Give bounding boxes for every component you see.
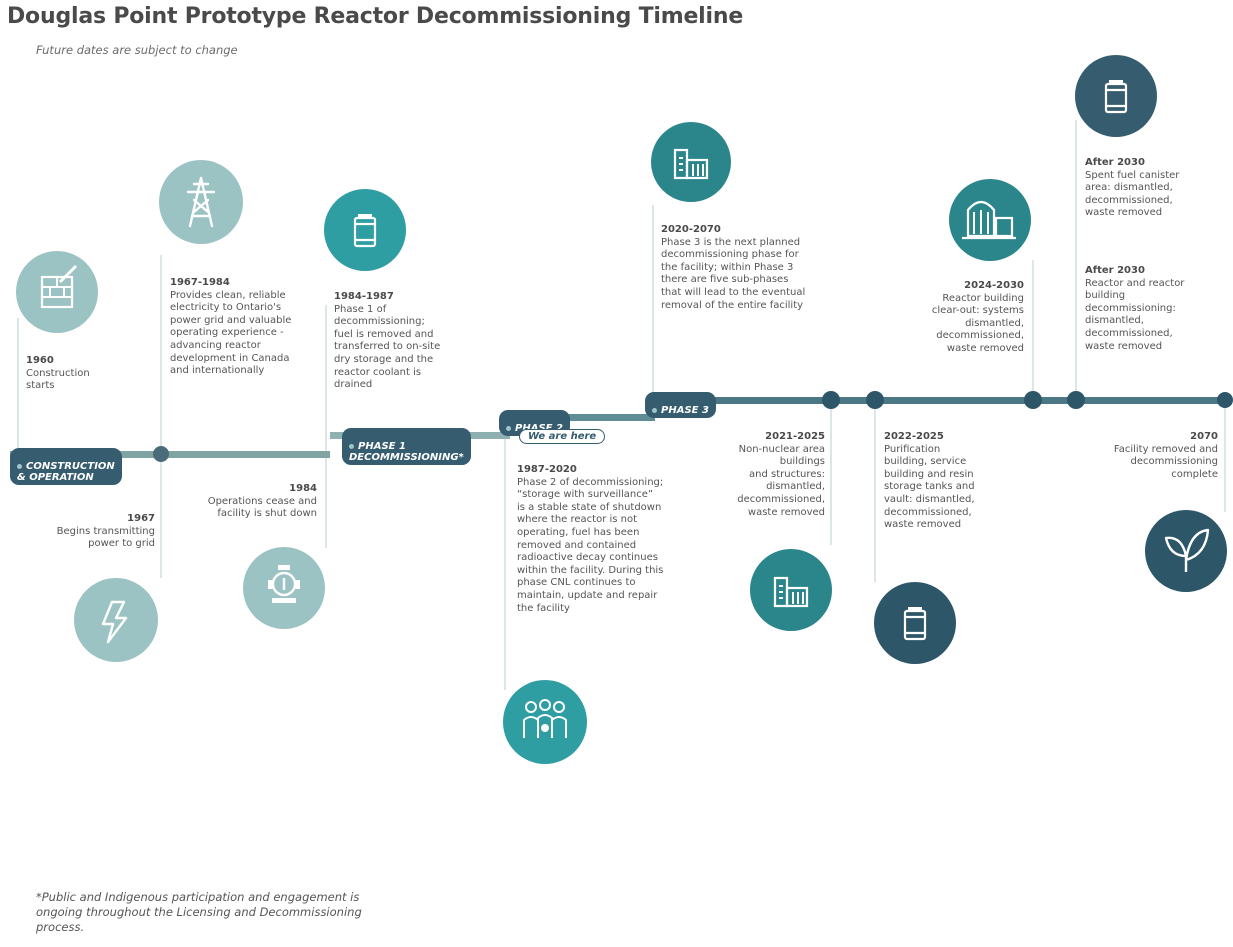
event-date: 2022-2025 [884, 431, 944, 442]
event-description: Operations cease and facility is shut do… [207, 495, 317, 520]
event-description: Phase 3 is the next planned decommission… [661, 236, 806, 311]
phase-label-construction: CONSTRUCTION & OPERATION [10, 448, 122, 485]
fuel-canister-icon [874, 582, 956, 664]
event-date: 2024-2030 [964, 280, 1024, 291]
event-date: 1960 [26, 355, 54, 366]
event-date: 2020-2070 [661, 224, 721, 235]
connector-lines [17, 120, 1226, 690]
event-date: 1984-1987 [334, 291, 394, 302]
dot-icon [652, 407, 657, 413]
construction-icon [16, 251, 98, 333]
event-date: 2070 [1190, 431, 1218, 442]
dot-icon [349, 443, 354, 449]
lightning-icon [74, 578, 158, 662]
event-description: Phase 2 of decommissioning; “storage wit… [517, 476, 664, 614]
event-description: Purification building, service building … [884, 443, 975, 531]
event-1984-1987: 1984-1987 Phase 1 of decommissioning; fu… [334, 291, 440, 392]
event-date: 1967 [127, 513, 155, 524]
timeline-nodes [153, 391, 1233, 462]
event-1967: 1967 Begins transmitting power to grid [57, 513, 155, 551]
page-subtitle: Future dates are subject to change [36, 43, 238, 57]
transmission-tower-icon [159, 160, 243, 244]
people-icon [503, 680, 587, 764]
page-title: Douglas Point Prototype Reactor Decommis… [7, 4, 744, 29]
event-2022-2025: 2022-2025 Purification building, service… [884, 431, 975, 532]
event-date: 1967-1984 [170, 277, 230, 288]
event-2020-2070: 2020-2070 Phase 3 is the next planned de… [661, 224, 805, 312]
reactor-building-icon [949, 179, 1031, 261]
event-description: Reactor building clear-out: systems dism… [931, 292, 1024, 354]
event-2024-2030: 2024-2030 Reactor building clear-out: sy… [932, 280, 1024, 356]
we-are-here-badge: We are here [519, 429, 606, 444]
event-description: Construction starts [26, 367, 90, 392]
phase-label-phase1: PHASE 1 DECOMMISSIONING* [342, 428, 471, 465]
dot-icon [506, 425, 511, 431]
timeline-bars [10, 397, 1230, 458]
event-date: 1987-2020 [517, 464, 577, 475]
event-after-2030-canister: After 2030 Spent fuel canister area: dis… [1085, 157, 1179, 220]
event-date: After 2030 [1085, 265, 1145, 276]
event-2070: 2070 Facility removed and decommissionin… [1114, 431, 1218, 481]
event-description: Facility removed and decommissioning com… [1113, 443, 1218, 480]
fuel-canister-icon [1075, 55, 1157, 137]
event-description: Spent fuel canister area: dismantled, de… [1085, 169, 1180, 219]
event-after-2030-reactor: After 2030 Reactor and reactor building … [1085, 265, 1184, 353]
event-description: Reactor and reactor building decommissio… [1085, 277, 1185, 352]
event-1984: 1984 Operations cease and facility is sh… [208, 483, 317, 521]
event-1987-2020: 1987-2020 Phase 2 of decommissioning; “s… [517, 464, 663, 615]
event-description: Non-nuclear area buildings and structure… [737, 443, 825, 518]
phase-label-phase3: PHASE 3 [645, 392, 716, 418]
dot-icon [17, 463, 22, 469]
event-description: Begins transmitting power to grid [56, 525, 155, 550]
event-date: 2021-2025 [765, 431, 825, 442]
building-icon [651, 122, 731, 202]
leaf-icon [1145, 510, 1227, 592]
event-1967-1984: 1967-1984 Provides clean, reliable elect… [170, 277, 291, 378]
event-date: 1984 [289, 483, 317, 494]
event-1960: 1960 Construction starts [26, 355, 90, 393]
valve-icon [243, 547, 325, 629]
event-date: After 2030 [1085, 157, 1145, 168]
event-2021-2025: 2021-2025 Non-nuclear area buildings and… [737, 431, 825, 519]
footnote: *Public and Indigenous participation and… [36, 890, 362, 934]
event-description: Phase 1 of decommissioning; fuel is remo… [334, 303, 441, 391]
building-icon [750, 549, 832, 631]
fuel-canister-icon [324, 189, 406, 271]
event-description: Provides clean, reliable electricity to … [170, 289, 292, 377]
